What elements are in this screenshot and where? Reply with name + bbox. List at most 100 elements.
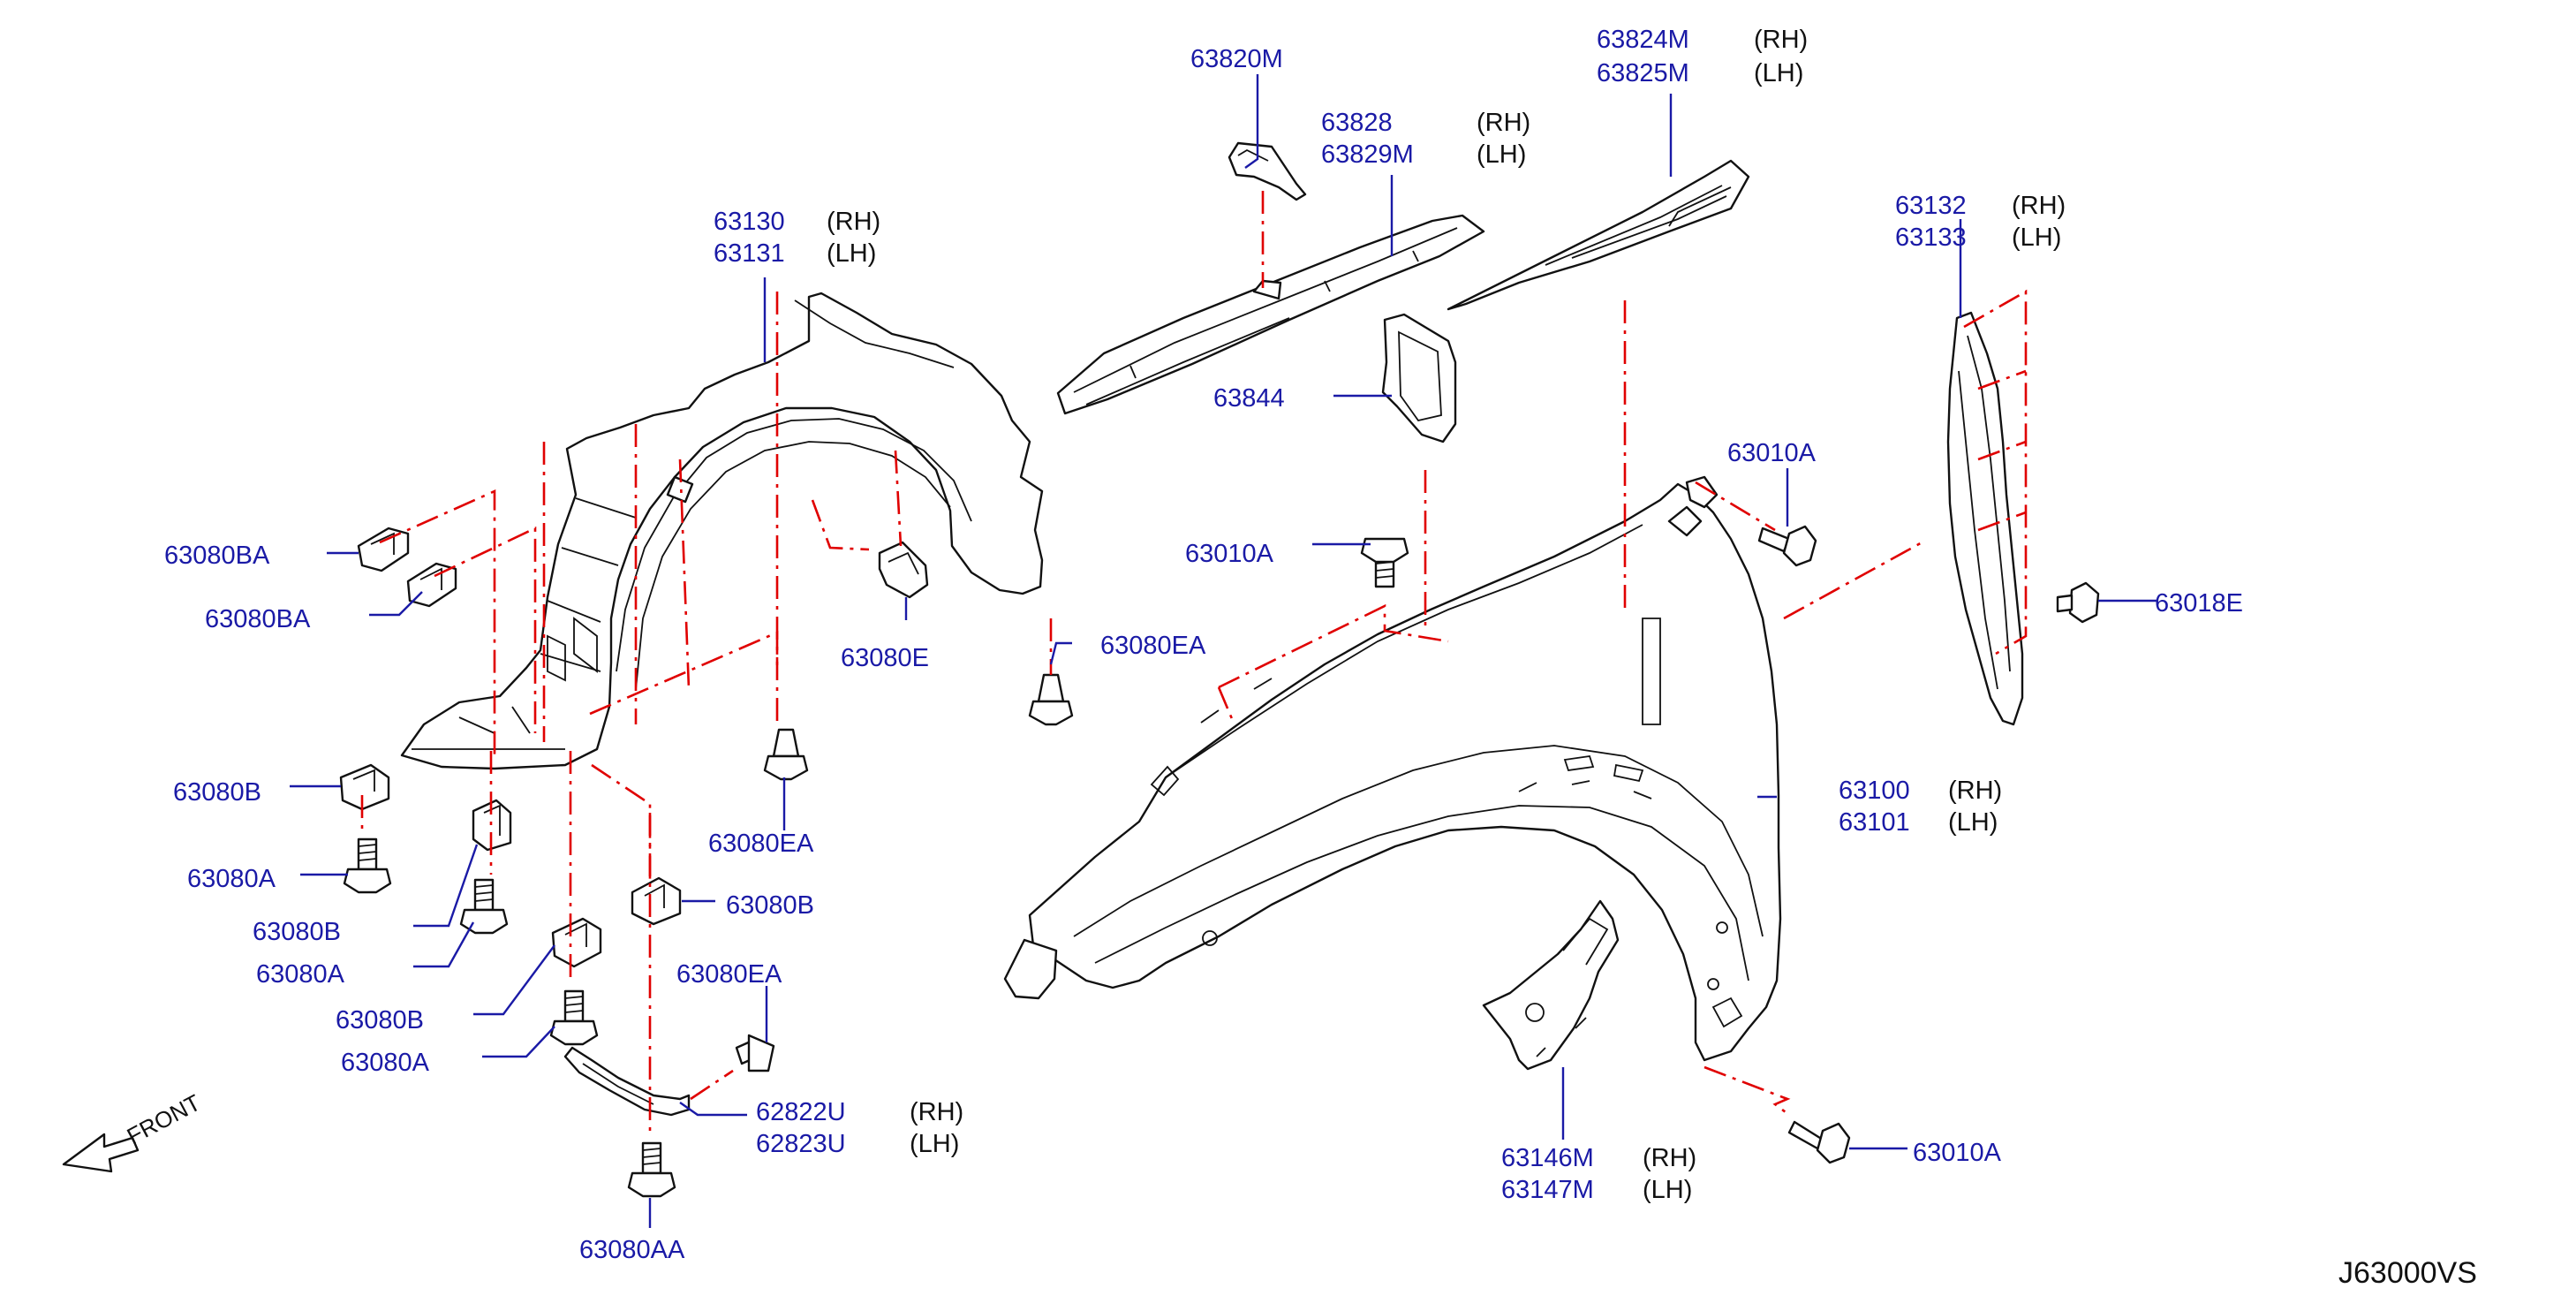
bolt-63080a-1[interactable] [343,837,392,894]
part-number: 63080B [173,778,261,807]
clip-63080ea-1[interactable] [763,728,809,781]
side-rh: (RH) [910,1098,963,1126]
clip-63080b-4[interactable] [631,876,682,926]
part-number: 63010A [1185,540,1274,568]
clip-63018e[interactable] [2056,581,2100,624]
part-63130-inner-liner[interactable] [400,292,1044,770]
callout-63844: 63844 [1213,384,1285,413]
part-number: 63080B [726,891,814,920]
callout-63080b-1: 63080B [173,778,261,807]
clip-63080ba-upper[interactable] [357,527,410,572]
callout-63018e: 63018E [2155,589,2243,618]
bolt-63080aa[interactable] [627,1141,676,1198]
callout-63080ea-2: 63080EA [708,830,814,858]
callout-63080ea-3: 63080EA [676,960,782,989]
callout-63828: 63828 63829M (RH) (LH) [1321,109,1530,169]
part-number: 63080A [341,1049,430,1077]
part-number: 63146M [1501,1144,1594,1172]
clip-63080b-3[interactable] [551,917,602,968]
part-63100-front-fender[interactable] [1003,475,1782,1062]
front-label: FRONT [123,1089,205,1150]
front-arrow-icon [62,1133,140,1173]
part-number: 63080BA [205,605,311,633]
part-number: 63010A [1913,1139,2002,1167]
bolt-63010a-bottom[interactable] [1787,1120,1851,1164]
side-rh: (RH) [1477,109,1530,137]
assembly-lines [360,191,2028,1136]
side-lh: (LH) [2012,224,2061,252]
part-number: 63010A [1727,439,1817,467]
part-number: 62823U [756,1130,846,1158]
diagram-code: J63000VS [2338,1256,2477,1290]
part-number: 63829M [1321,140,1414,169]
callout-63080a-1: 63080A [187,865,276,893]
part-number: 63100 [1839,777,1910,805]
callout-63080ba-1: 63080BA [164,542,270,570]
side-lh: (LH) [1477,140,1526,169]
callout-63820m: 63820M [1190,45,1283,73]
side-lh: (LH) [1754,59,1803,87]
callout-63010a-top: 63010A [1727,439,1817,467]
part-63146m-bracket[interactable] [1482,899,1620,1071]
part-number: 63080B [253,918,341,946]
part-62822u-bracket[interactable] [563,1046,691,1117]
part-number: 63147M [1501,1176,1594,1204]
part-number: 63820M [1190,45,1283,73]
clip-63080e[interactable] [878,541,929,599]
callout-63146m: 63146M 63147M (RH) (LH) [1501,1144,1696,1204]
callout-63010a-mid: 63010A [1185,540,1274,568]
leader-lines [290,74,2158,1228]
callout-63080b-4: 63080B [726,891,814,920]
callout-63080ba-2: 63080BA [205,605,311,633]
callout-63080ea-1: 63080EA [1100,632,1206,660]
part-number: 63080A [187,865,276,893]
callout-63010a-bottom: 63010A [1913,1139,2002,1167]
side-lh: (LH) [910,1130,959,1158]
side-rh: (RH) [1948,777,2002,805]
side-lh: (LH) [1948,808,1998,837]
part-63844-seal[interactable] [1381,313,1457,443]
part-number: 63825M [1597,59,1689,87]
part-number: 62822U [756,1098,846,1126]
part-63828-cowl-seal[interactable] [1056,214,1485,415]
callout-63824m: 63824M 63825M (RH) (LH) [1597,26,1808,87]
part-number: 63080EA [1100,632,1206,660]
part-number: 63080AA [579,1236,685,1264]
callout-63100: 63100 63101 (RH) (LH) [1839,777,2002,837]
bolt-63010a-top[interactable] [1757,525,1817,567]
callout-63080a-3: 63080A [341,1049,430,1077]
callout-63130: 63130 63131 (RH) (LH) [714,208,880,268]
bolt-63080a-2[interactable] [459,878,509,935]
part-63820m-clip[interactable] [1228,141,1307,201]
part-number: 63131 [714,239,785,268]
part-number: 63130 [714,208,785,236]
part-number: 63018E [2155,589,2243,618]
part-number: 63828 [1321,109,1393,137]
callout-63080a-2: 63080A [256,960,345,989]
callout-63080aa: 63080AA [579,1236,685,1264]
part-number: 63101 [1839,808,1910,837]
callout-63080e: 63080E [841,644,929,672]
side-rh: (RH) [2012,192,2066,220]
bolt-63010a-mid[interactable] [1360,537,1409,588]
clip-63080b-1[interactable] [339,763,390,811]
part-number: 63080EA [676,960,782,989]
part-63132-side-seal[interactable] [1946,311,2024,726]
part-number: 63080B [336,1006,424,1034]
side-rh: (RH) [827,208,880,236]
part-63824m-seal[interactable] [1447,159,1750,311]
clip-63080ea-3[interactable] [735,1034,775,1072]
part-number: 63824M [1597,26,1689,54]
part-number: 63133 [1895,224,1967,252]
part-number: 63080A [256,960,345,989]
part-number: 63080E [841,644,929,672]
bolt-63080a-3[interactable] [549,989,599,1046]
callout-63132: 63132 63133 (RH) (LH) [1895,192,2066,252]
side-lh: (LH) [1643,1176,1692,1204]
callout-63080b-2: 63080B [253,918,341,946]
part-number: 63844 [1213,384,1285,413]
clip-63080ea-2[interactable] [1028,673,1074,726]
part-number: 63080BA [164,542,270,570]
part-number: 63080EA [708,830,814,858]
